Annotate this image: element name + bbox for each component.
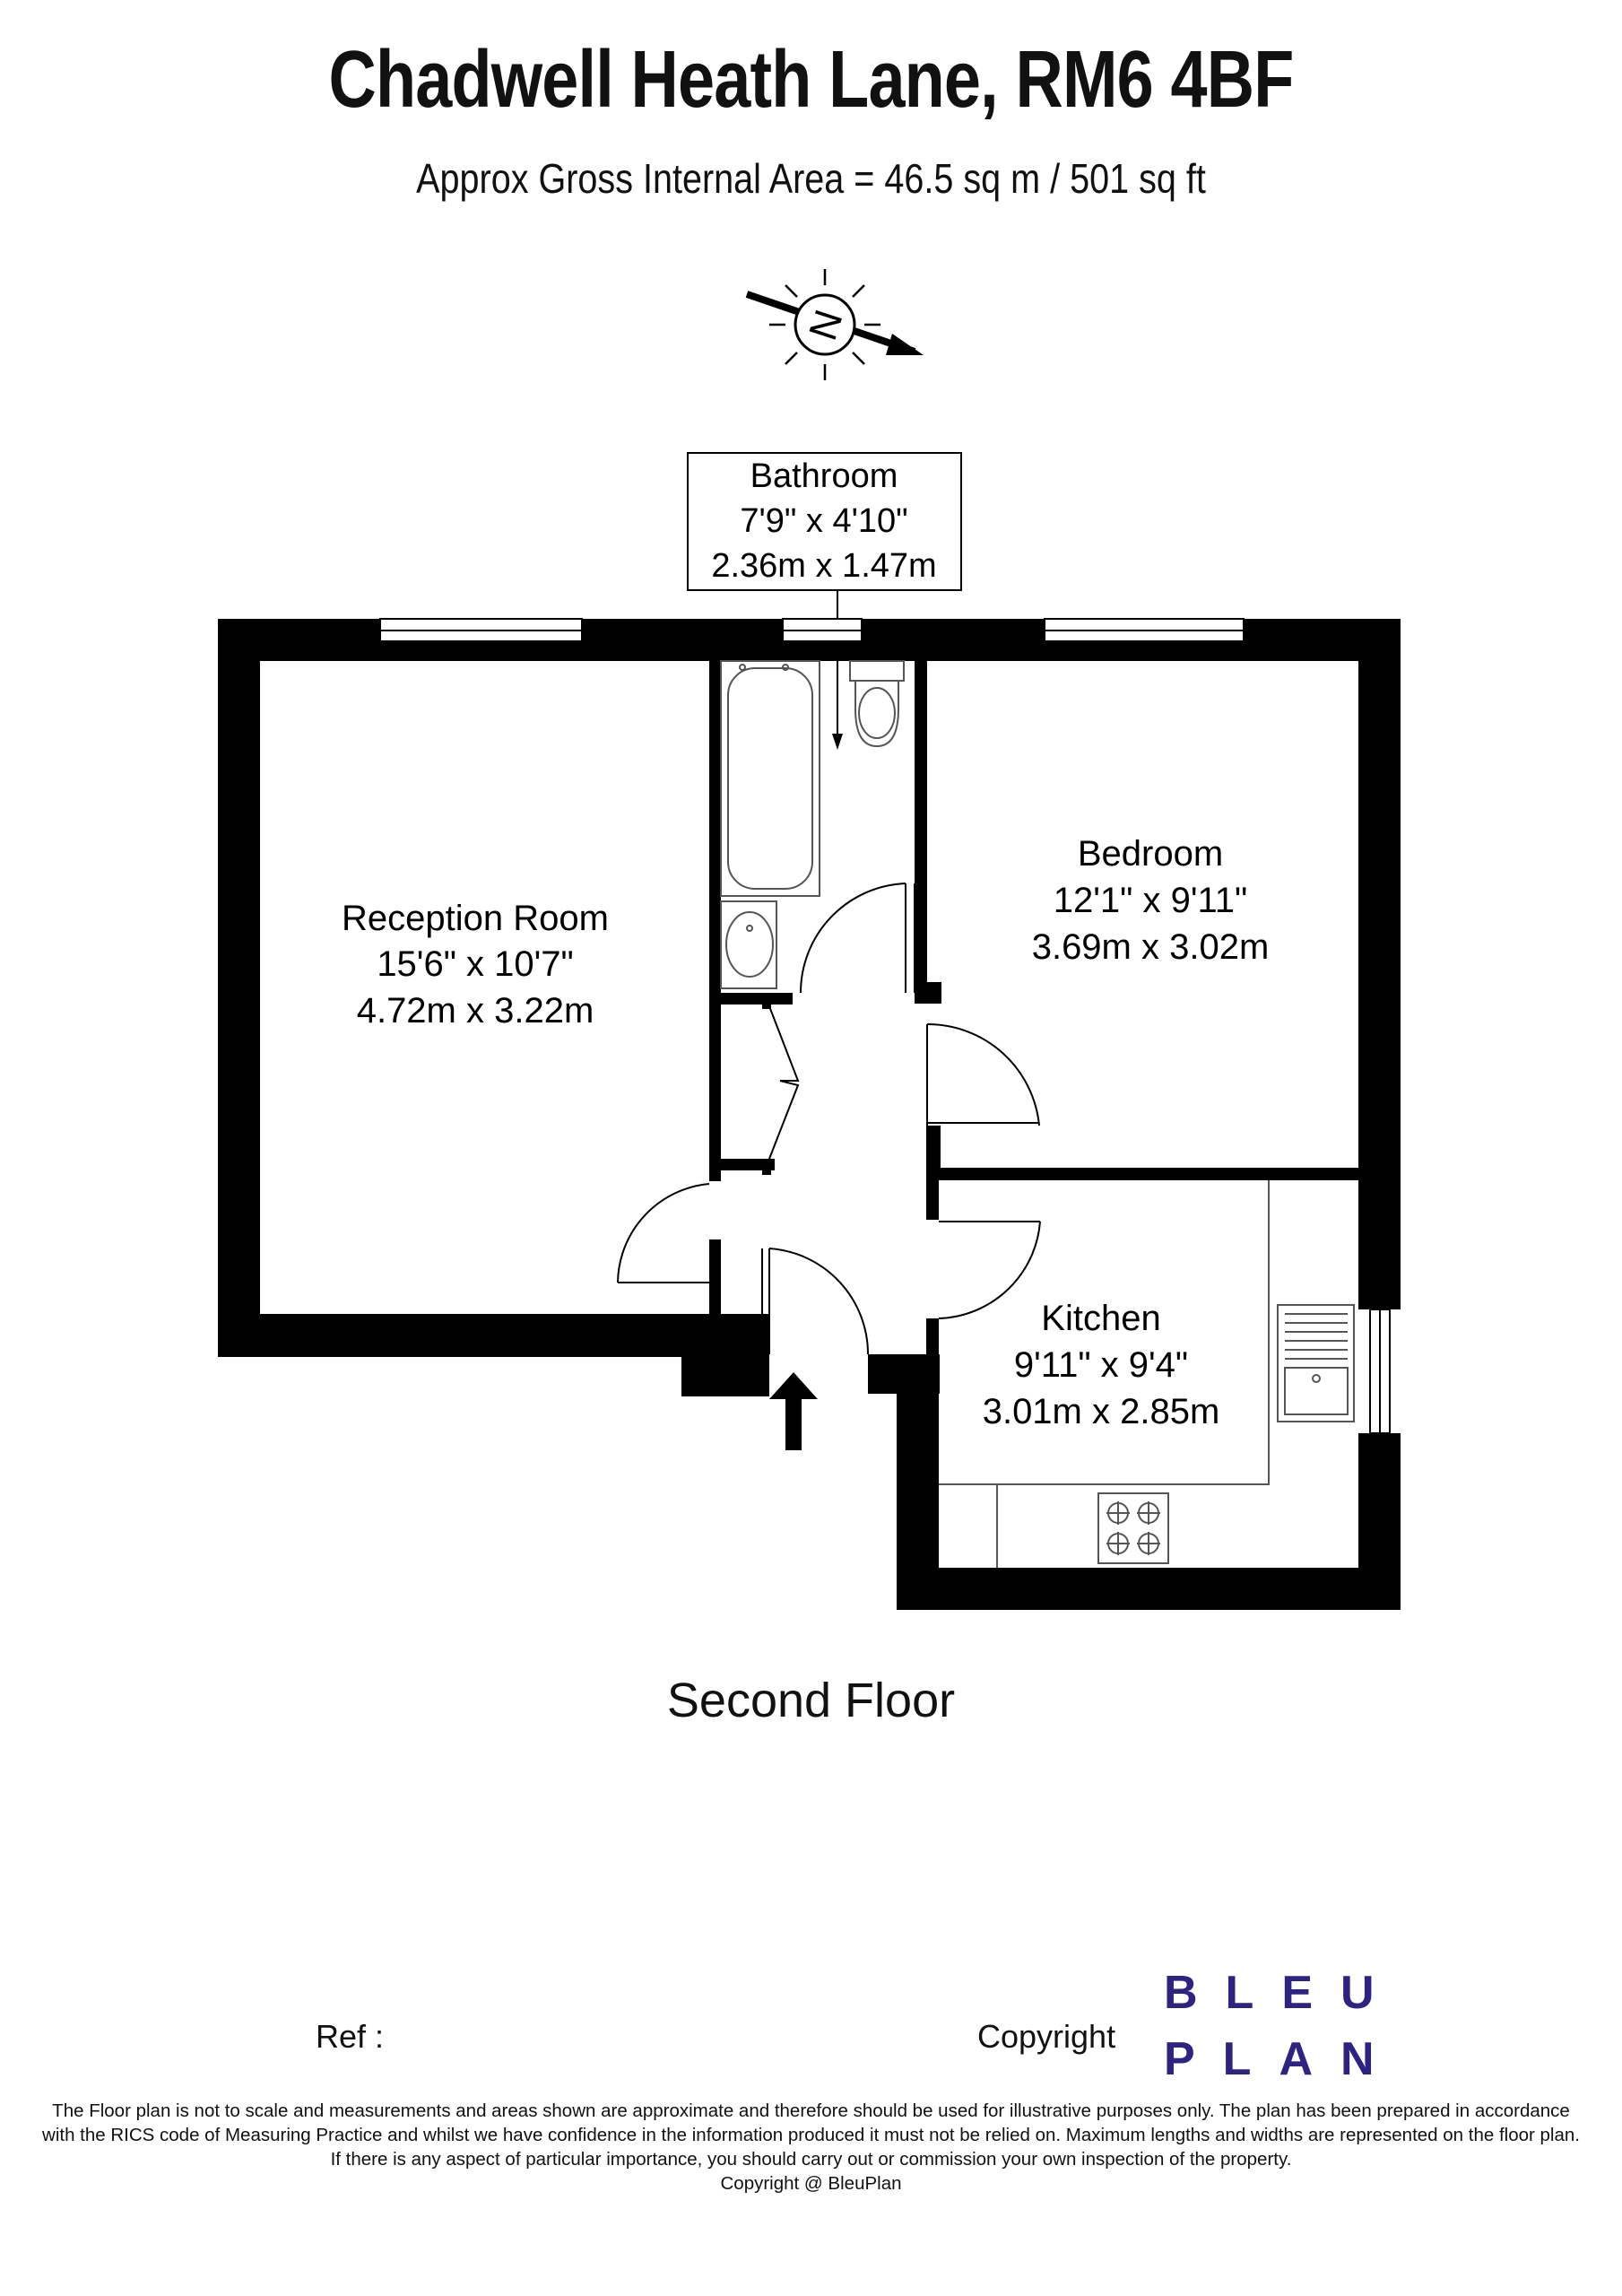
logo-line-2: PLAN xyxy=(1164,2033,1402,2085)
bedroom-door xyxy=(926,1022,1040,1126)
entrance-arrow-icon xyxy=(769,1372,818,1450)
gross-area-subtitle: Approx Gross Internal Area = 46.5 sq m /… xyxy=(416,155,1206,202)
bedroom-imperial: 12'1" x 9'11" xyxy=(1054,881,1247,920)
page-title: Chadwell Heath Lane, RM6 4BF xyxy=(328,35,1294,125)
reception-door xyxy=(617,1183,710,1283)
bleuplan-logo: BLEU PLAN xyxy=(1164,1960,1402,2092)
washbasin-icon xyxy=(720,900,777,989)
disclaimer-line: The Floor plan is not to scale and measu… xyxy=(52,2100,1570,2121)
kitchen-door xyxy=(938,1221,1041,1319)
disclaimer-line: Copyright @ BleuPlan xyxy=(720,2173,902,2194)
bedroom-label: Bedroom 12'1" x 9'11" 3.69m x 3.02m xyxy=(1032,834,1270,967)
kitchen-label: Kitchen 9'11" x 9'4" 3.01m x 2.85m xyxy=(983,1299,1220,1431)
reception-room-label: Reception Room 15'6" x 10'7" 4.72m x 3.2… xyxy=(342,899,609,1031)
kitchen-imperial: 9'11" x 9'4" xyxy=(1014,1345,1188,1385)
floor-label: Second Floor xyxy=(666,1674,956,1727)
hob-icon xyxy=(1097,1492,1169,1564)
kitchen-name: Kitchen xyxy=(1041,1299,1160,1338)
bathroom-imperial: 7'9" x 4'10" xyxy=(740,502,907,540)
kitchen-metric: 3.01m x 2.85m xyxy=(983,1392,1220,1431)
bathroom-fixtures xyxy=(720,660,905,989)
disclaimer-line: If there is any aspect of particular imp… xyxy=(330,2149,1292,2170)
disclaimer-line: with the RICS code of Measuring Practice… xyxy=(42,2125,1580,2145)
cupboard-door xyxy=(768,1005,800,1160)
windows xyxy=(379,618,1391,1434)
copyright-label: Copyright xyxy=(977,2018,1116,2055)
toilet-icon xyxy=(849,660,905,748)
ref-label: Ref : xyxy=(316,2018,385,2055)
logo-line-1: BLEU xyxy=(1164,1967,1402,2019)
disclaimer: The Floor plan is not to scale and measu… xyxy=(9,2099,1613,2196)
bathroom-label-box: Bathroom 7'9" x 4'10" 2.36m x 1.47m xyxy=(687,452,962,750)
doors xyxy=(617,883,1041,1355)
bathroom-name: Bathroom xyxy=(750,457,898,495)
sink-icon xyxy=(1277,1304,1355,1422)
north-arrow-icon: N xyxy=(745,269,924,380)
walls xyxy=(218,619,1401,1610)
bedroom-name: Bedroom xyxy=(1078,834,1223,874)
worktop-outline xyxy=(939,1180,1270,1485)
reception-name: Reception Room xyxy=(342,899,609,938)
bedroom-metric: 3.69m x 3.02m xyxy=(1032,927,1270,967)
entrance-door xyxy=(761,1248,870,1355)
arrow-head-icon xyxy=(886,334,924,355)
reception-metric: 4.72m x 3.22m xyxy=(357,991,594,1031)
kitchen-fittings xyxy=(939,1180,1355,1568)
reception-imperial: 15'6" x 10'7" xyxy=(377,944,573,984)
bathtub-icon xyxy=(720,660,820,897)
bathroom-door xyxy=(799,883,915,994)
bathroom-metric: 2.36m x 1.47m xyxy=(711,547,936,585)
